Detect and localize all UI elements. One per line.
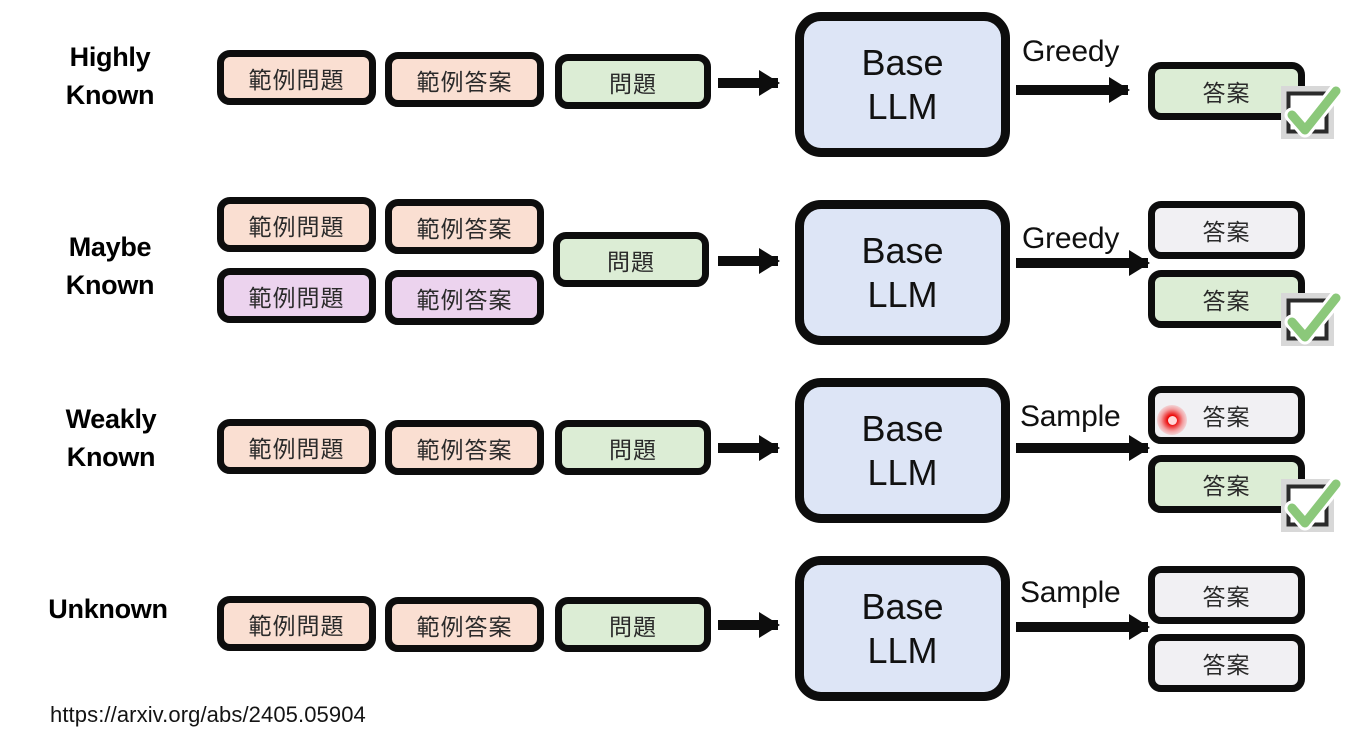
row2-decode-label-greedy: Greedy	[1022, 222, 1120, 255]
row3-output-arrow-icon	[1016, 443, 1148, 453]
row3-example-question-chip: 範例問題	[217, 419, 376, 474]
row4-answer-chip-1: 答案	[1148, 566, 1305, 624]
row4-example-answer-chip: 範例答案	[385, 597, 544, 652]
row3-llm-line1: Base	[861, 407, 944, 449]
row4-answer-chip-2: 答案	[1148, 634, 1305, 692]
row2-output-arrow-icon	[1016, 258, 1148, 268]
row3-decode-label-sample: Sample	[1020, 400, 1121, 433]
row4-question-chip: 問題	[555, 597, 711, 652]
red-dot-indicator-icon	[1157, 405, 1187, 435]
row2-answer-chip-1: 答案	[1148, 201, 1305, 259]
row2-base-llm-box: Base LLM	[795, 200, 1010, 345]
row1-output-arrow-icon	[1016, 85, 1128, 95]
row3-check-mark-icon	[1280, 478, 1342, 540]
row1-input-arrow-icon	[718, 78, 778, 88]
row1-check-mark-icon	[1280, 85, 1342, 147]
row2-answer-chip-2: 答案	[1148, 270, 1305, 328]
row2-llm-line1: Base	[861, 229, 944, 271]
row3-llm-line2: LLM	[867, 451, 938, 493]
row-label-weakly-known: Weakly Known	[65, 404, 157, 473]
row3-base-llm-box: Base LLM	[795, 378, 1010, 523]
row-label-unknown: Unknown	[48, 594, 168, 624]
row1-llm-line2: LLM	[867, 85, 938, 127]
row2-llm-line2: LLM	[867, 273, 938, 315]
row2-example-answer-chip-1: 範例答案	[385, 199, 544, 254]
row2-example-question-chip-1: 範例問題	[217, 197, 376, 252]
source-url-caption: https://arxiv.org/abs/2405.05904	[50, 702, 366, 727]
row2-check-mark-icon	[1280, 292, 1342, 354]
row4-decode-label-sample: Sample	[1020, 576, 1121, 609]
row3-input-arrow-icon	[718, 443, 778, 453]
row4-input-arrow-icon	[718, 620, 778, 630]
row1-question-chip: 問題	[555, 54, 711, 109]
row1-example-answer-chip: 範例答案	[385, 52, 544, 107]
row4-output-arrow-icon	[1016, 622, 1148, 632]
row4-llm-line2: LLM	[867, 629, 938, 671]
row1-base-llm-box: Base LLM	[795, 12, 1010, 157]
row1-example-question-chip: 範例問題	[217, 50, 376, 105]
row1-decode-label-greedy: Greedy	[1022, 35, 1120, 68]
row-label-highly-known: Highly Known	[65, 42, 155, 111]
row4-base-llm-box: Base LLM	[795, 556, 1010, 701]
row-label-maybe-known: Maybe Known	[65, 232, 155, 301]
row2-input-arrow-icon	[718, 256, 778, 266]
row4-llm-line1: Base	[861, 585, 944, 627]
row3-question-chip: 問題	[555, 420, 711, 475]
row2-question-chip: 問題	[553, 232, 709, 287]
row1-answer-chip-1: 答案	[1148, 62, 1305, 120]
row3-example-answer-chip: 範例答案	[385, 420, 544, 475]
row1-llm-line1: Base	[861, 41, 944, 83]
row2-example-answer-chip-2: 範例答案	[385, 270, 544, 325]
row4-example-question-chip: 範例問題	[217, 596, 376, 651]
row2-example-question-chip-2: 範例問題	[217, 268, 376, 323]
